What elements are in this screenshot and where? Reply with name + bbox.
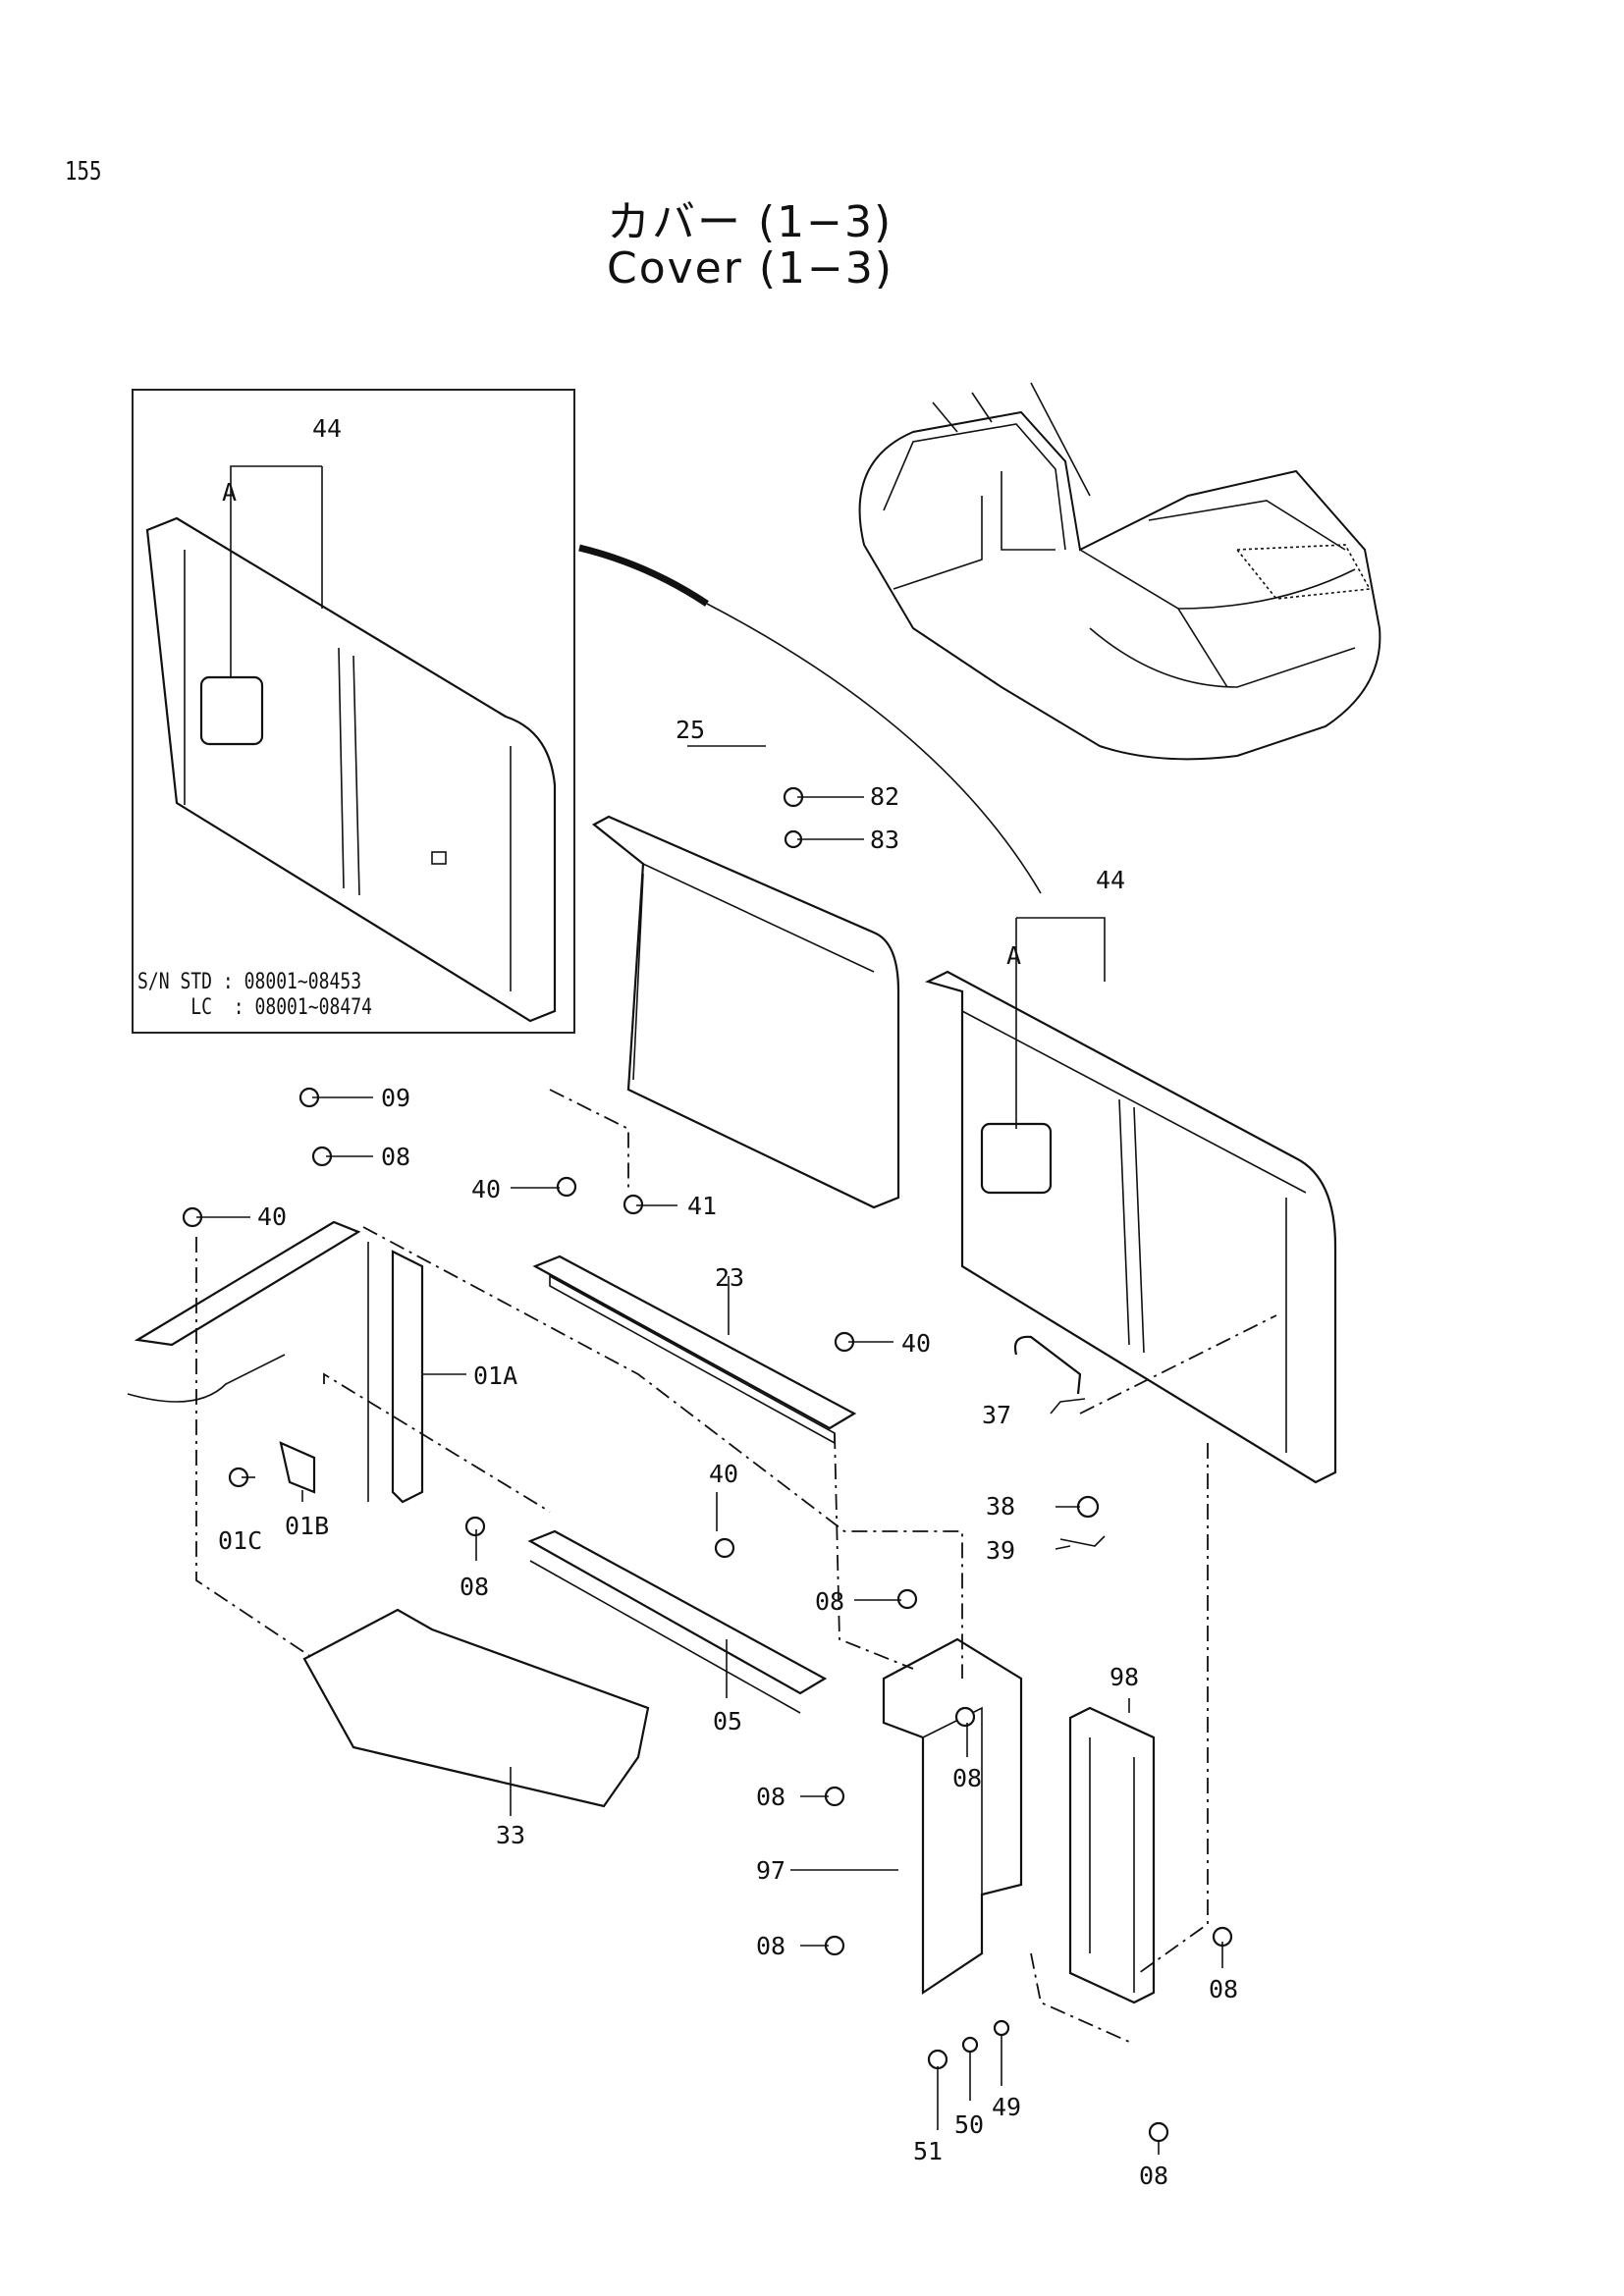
callout-08: 08 [756, 1783, 785, 1811]
callout-01A: 01A [473, 1362, 517, 1390]
callout-44: 44 [312, 414, 342, 443]
callout-98: 98 [1110, 1663, 1139, 1691]
callout-labels: 44 A 44 A 25 82 83 09 08 40 40 41 23 40 … [218, 414, 1238, 2190]
callout-25: 25 [676, 716, 705, 744]
callout-44: 44 [1096, 866, 1125, 894]
callout-40: 40 [709, 1460, 738, 1488]
callout-83: 83 [870, 826, 899, 854]
overview-leader-thick [578, 544, 709, 607]
callout-09: 09 [381, 1084, 410, 1112]
callout-A: A [222, 478, 237, 507]
callout-08: 08 [815, 1587, 844, 1616]
part-33-tray [302, 1608, 650, 1808]
serial-number-note: S/N STD : 08001∼08453 LC : 08001∼08474 [137, 970, 372, 1020]
callout-38: 38 [986, 1492, 1015, 1521]
callout-05: 05 [713, 1707, 742, 1735]
part-25-panel [592, 815, 900, 1209]
page-number: 155 [65, 157, 102, 187]
callout-37: 37 [982, 1401, 1011, 1429]
page-title-japanese: カバー (1−3) [607, 197, 893, 247]
callout-40: 40 [257, 1202, 287, 1231]
callout-01C: 01C [218, 1526, 262, 1555]
callout-01B: 01B [285, 1512, 329, 1540]
callout-leaders [196, 465, 1223, 2155]
frame-01A [127, 1220, 424, 1504]
part-23-rail [532, 1255, 857, 1445]
part-05-bar [527, 1529, 828, 1714]
callout-08: 08 [756, 1932, 785, 1960]
callout-08: 08 [381, 1143, 410, 1171]
assembly-centerlines [195, 1089, 1277, 2043]
callout-82: 82 [870, 782, 899, 811]
callout-08: 08 [1139, 2162, 1168, 2190]
callout-39: 39 [986, 1536, 1015, 1565]
callout-A: A [1006, 941, 1021, 970]
callout-23: 23 [715, 1263, 744, 1292]
callout-97: 97 [756, 1856, 785, 1885]
inset-cover-44 [145, 516, 557, 1023]
callout-49: 49 [992, 2093, 1021, 2121]
callout-50: 50 [954, 2110, 984, 2139]
hardware-items [182, 786, 1233, 2143]
excavator-overview-drawing [858, 382, 1381, 761]
plate-98 [1068, 1706, 1156, 2004]
callout-41: 41 [687, 1192, 717, 1220]
cover-44-main [924, 970, 1337, 1484]
callout-08: 08 [952, 1764, 982, 1792]
callout-51: 51 [913, 2137, 943, 2165]
bracket-97 [882, 1637, 1023, 1996]
callout-40: 40 [471, 1175, 501, 1203]
callout-08: 08 [460, 1573, 489, 1601]
callout-33: 33 [496, 1821, 525, 1849]
detail-inset-frame [132, 389, 575, 1034]
callout-40: 40 [901, 1329, 931, 1358]
overview-leader [706, 603, 1042, 894]
page-title-english: Cover (1−3) [607, 243, 894, 294]
callout-08: 08 [1209, 1975, 1238, 2003]
